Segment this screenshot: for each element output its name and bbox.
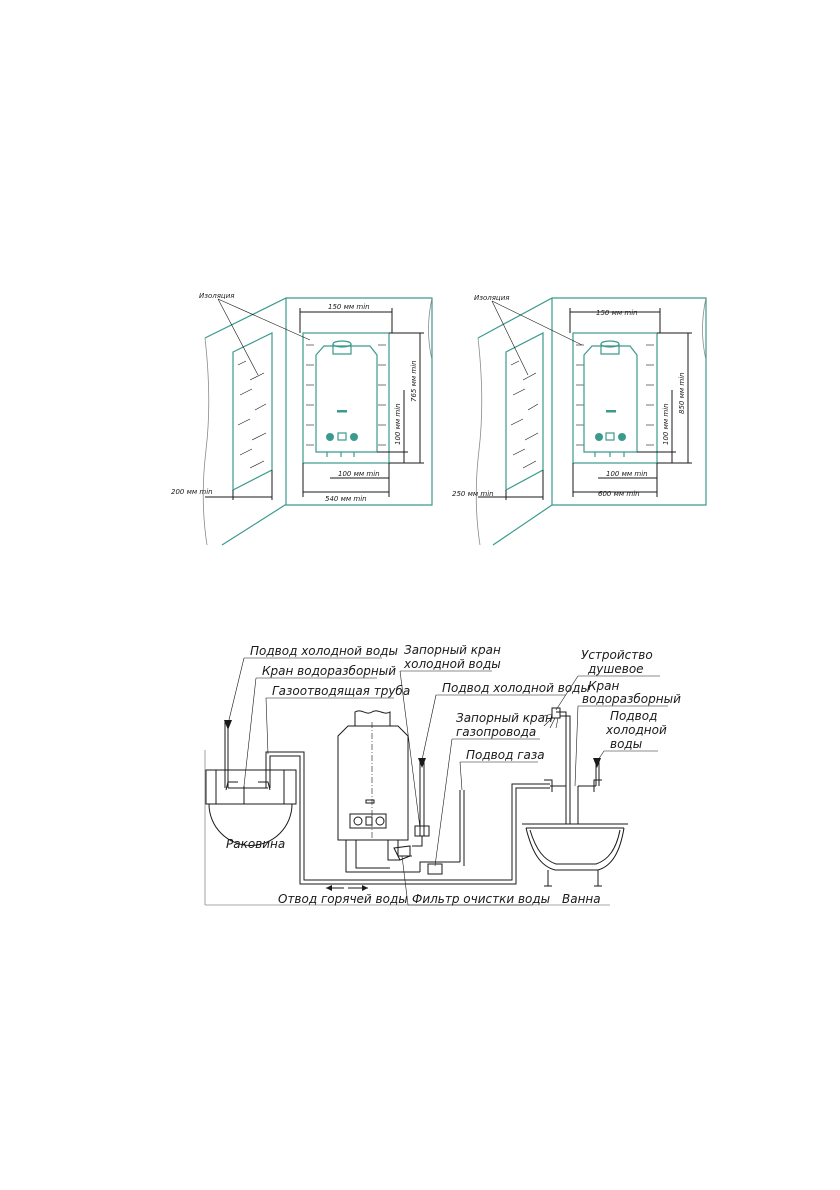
shower-line1-label: Устройство xyxy=(581,648,653,662)
wall-corner-right xyxy=(477,297,707,546)
water-heater xyxy=(337,710,409,850)
sink-label: Раковина xyxy=(226,837,285,851)
water-filter-label: Фильтр очистки воды xyxy=(412,892,550,906)
water-heater-right xyxy=(583,340,638,457)
insulation-panel-back xyxy=(572,332,658,464)
isolation-label: Изоляция xyxy=(199,292,234,300)
water-filter xyxy=(393,845,411,861)
bottom-clearance-label: 100 мм min xyxy=(338,470,380,478)
side-clearance-label: 100 мм min xyxy=(394,403,402,445)
knob-icon xyxy=(326,433,334,441)
wall-corner-left xyxy=(204,297,433,546)
mixer-tap-right-line1-label: Кран xyxy=(588,679,619,693)
plumbing-scheme: Подвод холодной воды Кран водоразборный … xyxy=(204,643,681,906)
bathtub xyxy=(522,823,628,887)
height-dimension-label: 850 мм min xyxy=(678,372,686,414)
shutoff-gas-line2-label: газопровода xyxy=(456,725,536,739)
top-clearance-label: 150 мм min xyxy=(596,309,638,317)
gas-supply-label: Подвод газа xyxy=(466,748,545,762)
top-clearance-label: 150 мм min xyxy=(328,303,370,311)
height-dimension-label: 765 мм min xyxy=(410,360,418,402)
side-clearance-label: 100 мм min xyxy=(662,403,670,445)
insulation-panel-side xyxy=(505,332,544,492)
cold-water-supply-left-label: Подвод холодной воды xyxy=(250,644,398,658)
width-dimension-label: 540 мм min xyxy=(325,495,367,503)
knob-icon xyxy=(618,433,626,441)
hot-water-outlet-label: Отвод горячей воды xyxy=(278,892,408,906)
knob-icon xyxy=(350,433,358,441)
water-heater-left xyxy=(315,340,378,457)
shutoff-cold-line2-label: холодной воды xyxy=(403,657,501,671)
brand-logo-icon xyxy=(337,410,347,413)
mixer-tap-left-label: Кран водоразборный xyxy=(262,664,396,678)
bathtub-label: Ванна xyxy=(562,892,601,906)
insulation-panel-back xyxy=(302,332,390,464)
brand-logo-icon xyxy=(606,410,616,413)
mixer-tap-right-line2-label: водоразборный xyxy=(582,692,681,706)
shower-line2-label: душевое xyxy=(587,662,644,676)
knob-icon xyxy=(595,433,603,441)
cold-water-supply-mid-label: Подвод холодной воды xyxy=(442,681,590,695)
installation-diagram-left: Изоляция 150 мм min 765 мм min 100 мм mi… xyxy=(171,292,433,546)
wall-distance-label: 250 мм min xyxy=(452,490,494,498)
shutoff-valve-cold xyxy=(414,825,430,837)
cold-water-right-line2-label: холодной xyxy=(605,723,667,737)
shower-head-icon xyxy=(551,707,561,719)
cold-water-right-line1-label: Подвод xyxy=(610,709,657,723)
wall-distance-label: 200 мм min xyxy=(171,488,213,496)
bottom-clearance-label: 100 мм min xyxy=(606,470,648,478)
installation-diagram-right: Изоляция 150 мм min 850 мм min 100 мм mi… xyxy=(452,294,707,546)
cold-water-right-line3-label: воды xyxy=(610,737,642,751)
flue-pipe-label: Газоотводящая труба xyxy=(272,684,410,698)
display-icon xyxy=(605,432,615,441)
isolation-label: Изоляция xyxy=(474,294,509,302)
shutoff-gas-line1-label: Запорный кран xyxy=(456,711,553,725)
width-dimension-label: 600 мм min xyxy=(598,490,640,498)
shutoff-cold-line1-label: Запорный кран xyxy=(404,643,501,657)
sink xyxy=(205,769,297,846)
display-icon xyxy=(337,432,347,441)
